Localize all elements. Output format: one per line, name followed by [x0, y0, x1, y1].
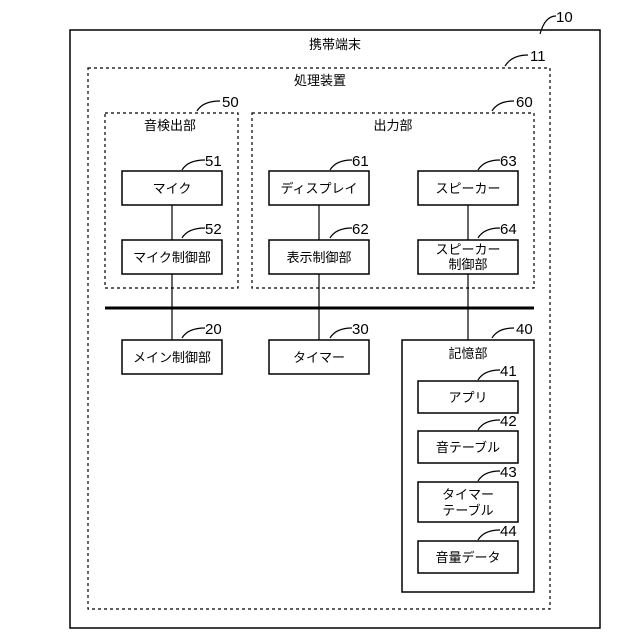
volume-data-ref: 44 — [500, 523, 517, 540]
sound-detector-title: 音検出部 — [144, 118, 196, 134]
mic-ctrl-ref-leader — [182, 228, 205, 238]
mic-ctrl-label: マイク制御部 — [133, 251, 211, 266]
sound-detector-ref-leader — [197, 101, 220, 111]
sound-table-label: 音テーブル — [436, 440, 500, 456]
device-ref: 10 — [556, 9, 573, 26]
main-ctrl-ref: 20 — [205, 321, 222, 338]
volume-data-label: 音量データ — [435, 550, 500, 566]
speaker-ctrl-ref-leader — [478, 228, 500, 238]
processor-ref: 11 — [530, 48, 546, 65]
speaker-ctrl-label-line2: 制御部 — [448, 258, 487, 273]
speaker-ctrl-label-line1: スピーカー — [435, 243, 500, 258]
mic-ref: 51 — [205, 153, 222, 170]
speaker-ctrl-ref: 64 — [500, 221, 517, 238]
app-ref-leader — [478, 370, 500, 380]
main-ctrl-ref-leader — [182, 328, 205, 338]
display-ctrl-ref-leader — [330, 228, 352, 238]
mic-label: マイク — [153, 182, 192, 197]
output-title: 出力部 — [373, 119, 412, 134]
mic-ctrl-ref: 52 — [205, 221, 222, 238]
output-ref: 60 — [516, 94, 533, 111]
speaker-ref: 63 — [500, 153, 517, 170]
device-ref-leader — [540, 16, 556, 34]
display-label: ディスプレイ — [280, 181, 357, 197]
display-ctrl-ref: 62 — [352, 221, 369, 238]
timer-table-label-line1: タイマー — [442, 488, 494, 503]
timer-table-ref: 43 — [500, 464, 517, 481]
timer-ref-leader — [330, 328, 352, 338]
timer-table-ref-leader — [478, 471, 500, 481]
display-ref: 61 — [352, 153, 369, 170]
storage-ref: 40 — [516, 321, 533, 338]
sound-detector-ref: 50 — [222, 94, 239, 111]
sound-table-ref-leader — [478, 420, 500, 430]
mic-ref-leader — [182, 160, 205, 170]
device-title: 携帯端末 — [309, 37, 361, 53]
timer-label: タイマー — [293, 351, 345, 366]
sound-table-ref: 42 — [500, 413, 517, 430]
timer-table-label-line2: テーブル — [442, 503, 493, 519]
timer-ref: 30 — [352, 321, 369, 338]
storage-title: 記憶部 — [448, 346, 487, 362]
speaker-ref-leader — [478, 160, 500, 170]
speaker-label: スピーカー — [435, 182, 500, 197]
storage-ref-leader — [492, 328, 514, 338]
processor-title: 処理装置 — [294, 74, 346, 89]
display-ctrl-label: 表示制御部 — [286, 251, 351, 266]
display-ref-leader — [330, 160, 352, 170]
app-ref: 41 — [500, 363, 517, 380]
volume-data-ref-leader — [478, 530, 500, 540]
app-label: アプリ — [448, 391, 487, 406]
main-ctrl-label: メイン制御部 — [133, 351, 211, 366]
output-ref-leader — [492, 101, 514, 111]
processor-ref-leader — [505, 55, 528, 66]
